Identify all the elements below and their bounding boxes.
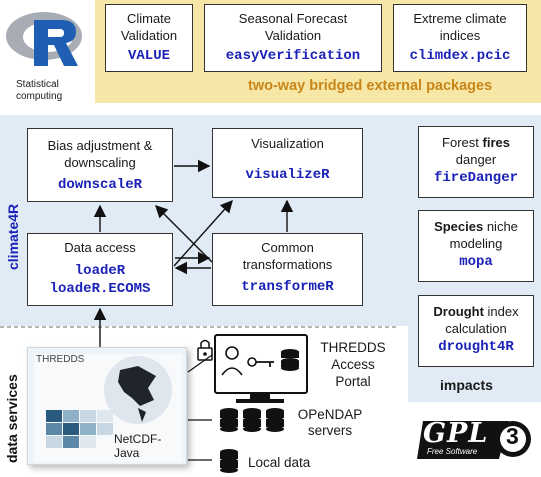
portal-line3: Portal xyxy=(335,374,371,389)
data-access-box: Data access loadeR loadeR.ECOMS xyxy=(27,233,173,306)
seasonal-forecast-line1: Seasonal Forecast xyxy=(238,11,348,26)
gpl-logo: GPL 3 Free Software xyxy=(417,415,533,467)
climate-validation-box: Climate Validation VALUE xyxy=(105,4,193,72)
mopa-package: mopa xyxy=(459,254,493,270)
opendap-line2: servers xyxy=(307,423,353,438)
drought-line2: calculation xyxy=(445,321,507,336)
gpl-version: 3 xyxy=(506,423,519,449)
opendap-label: OPeNDAP servers xyxy=(290,407,370,439)
portal-label: THREDDS Access Portal xyxy=(312,339,394,390)
thredds-text: THREDDS xyxy=(36,354,85,365)
climate-validation-line1: Climate xyxy=(126,11,172,26)
netcdf-line1: NetCDF- xyxy=(114,432,162,446)
species-line2: modeling xyxy=(449,236,503,251)
species-niche-box: Species niche modeling mopa xyxy=(418,210,534,282)
drought-line1: Drought index xyxy=(419,303,533,320)
visualizer-package: visualizeR xyxy=(245,167,330,183)
portal-line1: THREDDS xyxy=(320,340,386,355)
r-logo xyxy=(4,8,90,78)
species-suffix: niche xyxy=(483,219,518,234)
drought4r-package: drought4R xyxy=(438,339,514,355)
extreme-climate-box: Extreme climate indices climdex.pcic xyxy=(393,4,527,72)
opendap-line1: OPeNDAP xyxy=(297,407,363,422)
impacts-label: impacts xyxy=(440,377,493,393)
downscaler-package: downscaleR xyxy=(57,177,142,193)
drought-suffix: index xyxy=(483,304,519,319)
gpl-logo-icon xyxy=(417,421,531,459)
fire-danger-box: Forest fires danger fireDanger xyxy=(418,126,534,198)
climate-validation-line2: Validation xyxy=(120,28,178,43)
netcdf-text: NetCDF- Java xyxy=(114,432,161,460)
transform-line2: transformations xyxy=(242,257,333,272)
portal-line2: Access xyxy=(331,357,375,372)
extreme-climate-line2: indices xyxy=(439,28,481,43)
fire-bold: fires xyxy=(482,135,510,150)
seasonal-forecast-box: Seasonal Forecast Validation easyVerific… xyxy=(204,4,382,72)
firedanger-package: fireDanger xyxy=(433,170,518,186)
transform-line1: Common xyxy=(261,240,314,255)
gpl-subtext: Free Software xyxy=(427,447,478,456)
bias-line2: downscaling xyxy=(64,155,136,170)
climdex-package: climdex.pcic xyxy=(409,48,511,64)
species-line1: Species niche xyxy=(419,218,533,235)
drought-index-box: Drought index calculation drought4R xyxy=(418,295,534,367)
access-line1: Data access xyxy=(64,240,136,255)
easyverification-package: easyVerification xyxy=(225,48,361,64)
fire-line1: Forest fires xyxy=(419,134,533,151)
external-banner: two-way bridged external packages xyxy=(248,78,493,94)
value-package: VALUE xyxy=(127,48,170,64)
fire-line2: danger xyxy=(455,152,497,167)
loader-package: loadeR xyxy=(74,263,126,279)
r-caption: Statistical computing xyxy=(16,79,96,103)
seasonal-forecast-line2: Validation xyxy=(264,28,322,43)
visualization-box: Visualization visualizeR xyxy=(212,128,363,198)
transformations-box: Common transformations transformeR xyxy=(212,233,363,306)
fire-prefix: Forest xyxy=(442,135,483,150)
r-caption-line2: computing xyxy=(16,91,63,102)
species-bold: Species xyxy=(434,219,484,234)
r-logo-icon xyxy=(6,12,82,66)
loader-ecoms-package: loadeR.ECOMS xyxy=(49,281,151,297)
arrow-access-to-viz xyxy=(173,199,233,267)
viz-line1: Visualization xyxy=(251,136,324,151)
local-data-label: Local data xyxy=(248,455,311,470)
bias-adjustment-box: Bias adjustment & downscaling downscaleR xyxy=(27,128,173,202)
r-caption-line1: Statistical xyxy=(16,79,59,90)
transformer-package: transformeR xyxy=(241,279,334,295)
thredds-panel: THREDDS NetCDF- Java xyxy=(27,347,187,465)
globe-map-icon xyxy=(34,354,182,462)
netcdf-line2: Java xyxy=(114,446,140,460)
bias-line1: Bias adjustment & xyxy=(47,138,153,153)
gpl-text: GPL xyxy=(423,418,489,449)
extreme-climate-line1: Extreme climate xyxy=(413,11,507,26)
drought-bold: Drought xyxy=(433,304,484,319)
